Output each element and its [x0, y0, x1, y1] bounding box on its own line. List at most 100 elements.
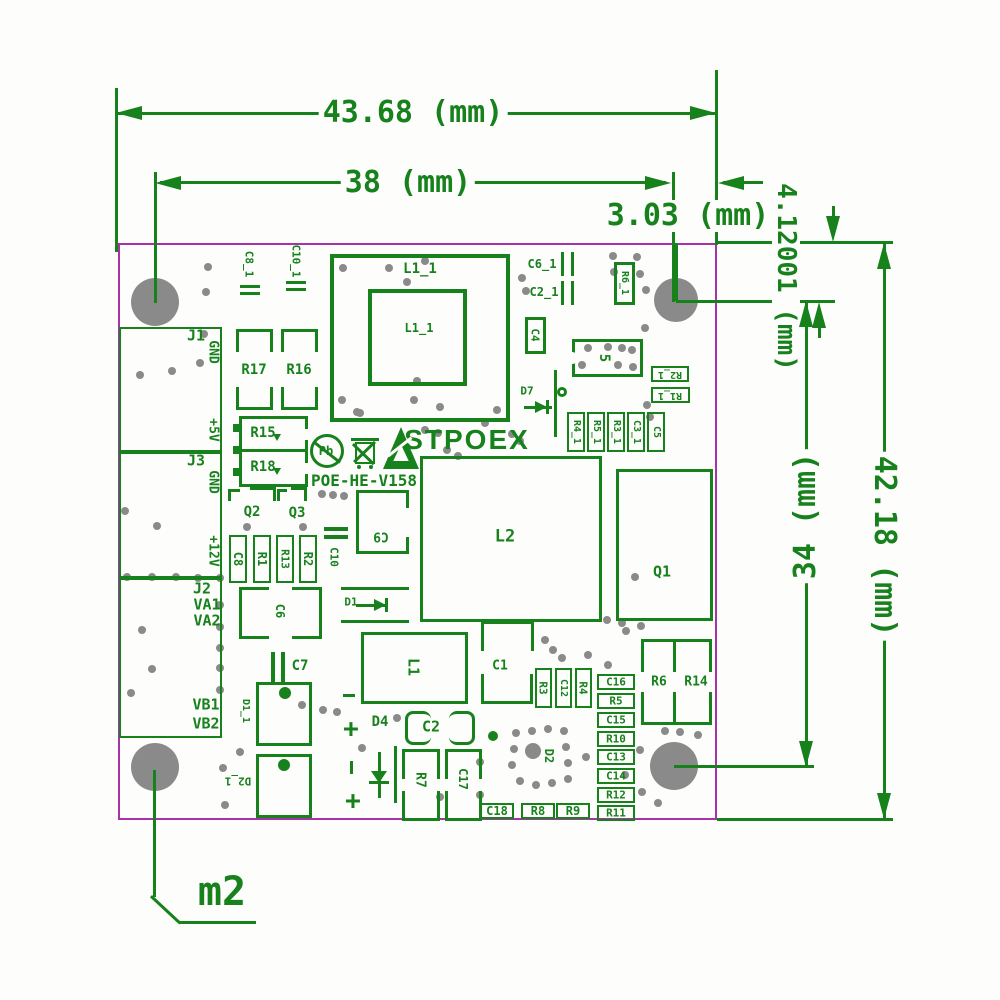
- ext-line-top-edge: [717, 241, 893, 244]
- via-dot: [636, 270, 644, 278]
- comp-C4: [525, 317, 546, 354]
- pb-free-icon: [310, 434, 344, 468]
- via-dot: [127, 689, 135, 697]
- ref-L1: L1: [404, 657, 423, 677]
- via-dot: [628, 346, 636, 354]
- connector-J1: [119, 327, 222, 452]
- comp-C1-bracket: [481, 621, 534, 651]
- comp-R6-R14-top: [641, 639, 712, 672]
- dim-text-edge-to-hole-x: 3.03 (mm): [602, 200, 774, 232]
- pin-nub: [233, 468, 239, 476]
- diode-bar: [385, 598, 388, 612]
- via-dot: [622, 627, 630, 635]
- leader-line-m2: [153, 770, 156, 897]
- via-dot: [614, 361, 622, 369]
- via-dot: [204, 263, 212, 271]
- ref-C10: C10: [327, 547, 341, 567]
- comp-C14: [597, 768, 635, 784]
- via-dot: [564, 775, 572, 783]
- ref-C8: C8: [231, 551, 245, 567]
- ref-D2_1: D2_1: [224, 774, 252, 788]
- comp-divider: [673, 692, 676, 724]
- via-dot: [340, 492, 348, 500]
- via-dot: [481, 419, 489, 427]
- via-dot: [153, 522, 161, 530]
- ref-C18: C18: [486, 804, 508, 818]
- pin-J1-5v: +5V: [205, 418, 221, 442]
- ext-line-top-hole: [675, 243, 678, 301]
- comp-R9: [556, 803, 590, 819]
- ref-C3_1: C3_1: [631, 419, 642, 445]
- ref-R3: R3: [536, 681, 550, 695]
- comp-R16-cap: [281, 329, 318, 352]
- ref-R11: R11: [606, 806, 626, 820]
- via-dot: [196, 359, 204, 367]
- via-dot: [508, 761, 516, 769]
- comp-R16-cap: [281, 387, 318, 410]
- via-dot: [549, 646, 557, 654]
- via-dot: [638, 788, 646, 796]
- ref-Q2: Q2: [243, 504, 261, 520]
- pad-dot: [488, 731, 498, 741]
- comp-R17-cap: [236, 387, 273, 410]
- ref-D1: D1: [344, 595, 358, 609]
- leader-line-m2-diag: [149, 895, 182, 925]
- via-dot: [603, 616, 611, 624]
- net-line: [341, 620, 409, 623]
- pin-J2-vb2: VB2: [192, 714, 220, 733]
- comp-C9-edge: [356, 490, 409, 493]
- cap-symbol: [324, 527, 348, 531]
- net-line: [554, 370, 557, 437]
- comp-R4: [575, 668, 592, 708]
- comp-C1-bracket: [481, 674, 533, 704]
- comp-R8: [521, 803, 555, 819]
- ref-C7: C7: [291, 658, 309, 674]
- ref-R5: R5: [609, 694, 623, 708]
- pin-J2-va2: VA2: [193, 611, 221, 630]
- comp-R6-R14-bottom: [641, 692, 712, 725]
- ref-C14: C14: [606, 769, 626, 783]
- via-dot: [643, 401, 651, 409]
- pin-nub: [233, 424, 239, 432]
- dim-text-overall-width: 43.68 (mm): [318, 97, 508, 129]
- ic-notch: [566, 352, 578, 364]
- arrowhead: [718, 176, 744, 190]
- dim-text-hole-span-y: 34 (mm): [788, 448, 823, 584]
- net-line: [341, 587, 409, 590]
- ref-C15: C15: [606, 713, 626, 727]
- comp-D1_1: [256, 682, 312, 746]
- via-dot: [121, 507, 129, 515]
- comp-L2: [420, 456, 602, 622]
- cap-symbol: [286, 281, 306, 284]
- ref-U5: 5: [596, 353, 612, 363]
- pin1-dot: [279, 687, 291, 699]
- via-dot: [443, 446, 451, 454]
- comp-C16: [597, 674, 635, 690]
- comp-C13: [597, 749, 635, 765]
- via-dot: [544, 725, 552, 733]
- via-dot: [558, 654, 566, 662]
- ref-C5: C5: [651, 425, 662, 439]
- body-gap: [305, 429, 311, 440]
- pin-J2-va1: VA1: [193, 595, 221, 614]
- via-dot: [436, 793, 444, 801]
- via-dot: [618, 619, 626, 627]
- net-line: [394, 746, 397, 803]
- via-dot: [148, 665, 156, 673]
- ref-R1_1: R1_1: [657, 390, 683, 401]
- ref-R8: R8: [530, 804, 546, 818]
- ref-L2: L2: [494, 526, 516, 547]
- via-dot: [413, 377, 421, 385]
- via-dot: [629, 363, 637, 371]
- connector-J3: [119, 452, 222, 578]
- comp-R6_1: [614, 262, 635, 305]
- comp-R12: [597, 787, 635, 803]
- via-dot: [582, 753, 590, 761]
- pin-J3-gnd: GND: [205, 470, 221, 494]
- leader-line-m2-horiz: [180, 921, 256, 924]
- diode-bar: [546, 400, 549, 414]
- comp-R11: [597, 805, 635, 821]
- via-dot: [560, 727, 568, 735]
- via-dot: [202, 288, 210, 296]
- polarity-tick: [350, 761, 353, 774]
